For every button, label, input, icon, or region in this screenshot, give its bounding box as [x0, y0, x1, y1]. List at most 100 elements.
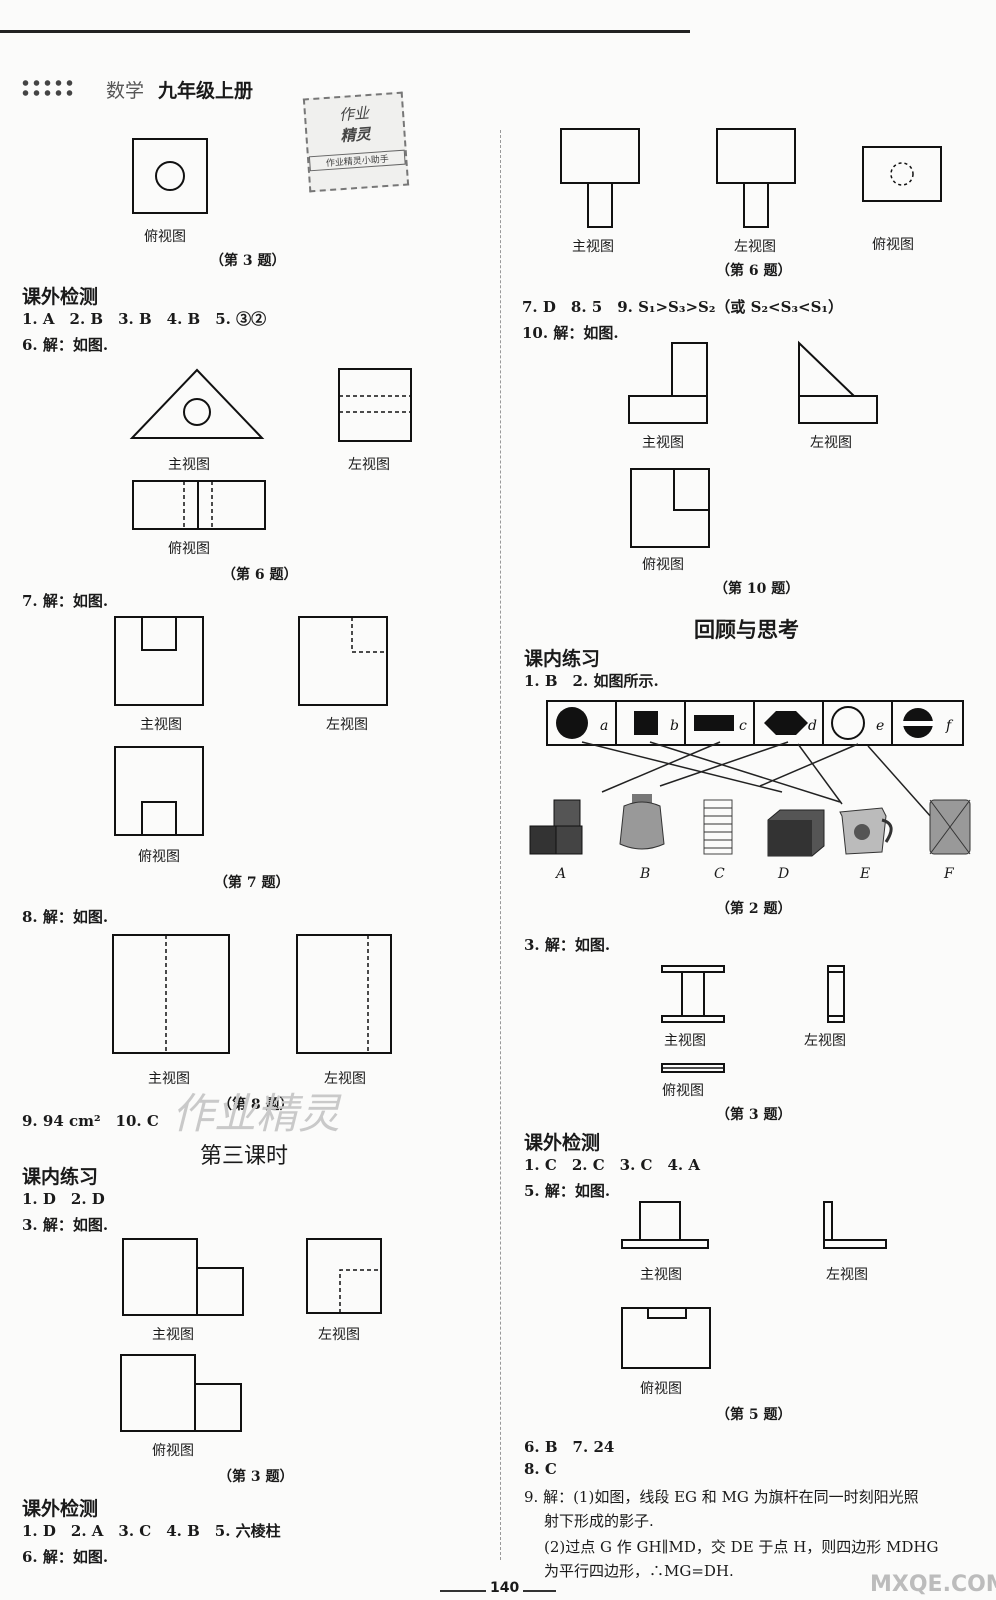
label-top-view: 俯视图 — [640, 1381, 682, 1397]
caption-q3b: （第 3 题） — [218, 1469, 294, 1485]
figure-q2-shadow-strip: a b c d e f — [546, 700, 964, 746]
label-front-view: 主视图 — [572, 239, 614, 255]
q8-text: 8. 解：如图. — [22, 908, 109, 926]
answers-9-10: 9. 94 cm² 10. C — [22, 1112, 159, 1130]
figure-q3a-top-view — [132, 138, 208, 214]
heading-kewai-2: 课外检测 — [22, 1498, 99, 1520]
label-top-view: 俯视图 — [872, 237, 914, 253]
figure-rq3-front-view — [661, 965, 725, 1023]
figure-q6-top-view — [132, 480, 266, 530]
figure-rq6-front-view — [560, 128, 640, 228]
q6b-text: 6. 解：如图. — [22, 1548, 109, 1566]
caption-q8: （第 8 题） — [218, 1097, 294, 1113]
page-number: 140 — [486, 1580, 524, 1596]
label-top-view: 俯视图 — [662, 1083, 704, 1099]
label-front-view: 主视图 — [168, 457, 210, 473]
label-top-view: 俯视图 — [138, 849, 180, 865]
shape-letter-e: e — [876, 718, 884, 734]
label-left-view: 左视图 — [826, 1267, 868, 1283]
figure-rq5-top-view — [621, 1307, 711, 1369]
q3-text: 3. 解：如图. — [22, 1216, 109, 1234]
label-left-view: 左视图 — [326, 717, 368, 733]
caption-rq5: （第 5 题） — [716, 1407, 792, 1423]
figure-q2-object-spring — [703, 799, 733, 855]
shape-letter-f: f — [945, 718, 954, 734]
figure-rq6-top-view — [862, 146, 942, 202]
section-title-review: 回顾与思考 — [694, 618, 799, 642]
heading-kewai-1: 课外检测 — [22, 286, 99, 308]
shape-letter-a: a — [600, 718, 608, 734]
watermark-script: 作业精灵 — [172, 1089, 341, 1138]
figure-q3b-top-view — [120, 1354, 242, 1432]
lesson-title: 第三课时 — [200, 1144, 289, 1169]
figure-rq3-top-view — [661, 1063, 725, 1073]
figure-q2-object-jar — [619, 794, 665, 850]
label-top-view: 俯视图 — [642, 557, 684, 573]
answers-r1-2: 1. B 2. 如图所示. — [524, 672, 659, 690]
shape-letter-d: d — [808, 718, 817, 734]
figure-rq6-left-view — [716, 128, 796, 228]
q7-text: 7. 解：如图. — [22, 592, 109, 610]
object-letter-D: D — [778, 866, 790, 882]
object-letter-E: E — [860, 866, 871, 882]
object-letter-B: B — [640, 866, 651, 882]
answers-1-2: 1. D 2. D — [22, 1190, 105, 1208]
shape-letter-b: b — [670, 718, 679, 734]
caption-q3a: （第 3 题） — [210, 253, 286, 269]
shape-letter-c: c — [739, 718, 747, 734]
object-letter-F: F — [944, 866, 954, 882]
caption-rq6: （第 6 题） — [716, 263, 792, 279]
q6-text: 6. 解：如图. — [22, 336, 109, 354]
label-top-view: 俯视图 — [168, 541, 210, 557]
figure-rq5-left-view — [823, 1201, 887, 1249]
label-left-view: 左视图 — [318, 1327, 360, 1343]
figure-q8-front-view — [112, 934, 230, 1054]
figure-q7-left-view — [298, 616, 388, 706]
answers-1-5: 1. A 2. B 3. B 4. B 5. ③② — [22, 310, 267, 328]
q9-line-1: 9. 解：(1)如图，线段 EG 和 MG 为旗杆在同一时刻阳光照 — [524, 1488, 919, 1506]
heading-kenei-1: 课内练习 — [22, 1166, 99, 1188]
caption-rq3: （第 3 题） — [716, 1107, 792, 1123]
figure-q10-left-view — [798, 340, 878, 424]
label-front-view: 主视图 — [664, 1033, 706, 1049]
q9-line-2: 射下形成的影子. — [544, 1512, 654, 1530]
caption-q7: （第 7 题） — [214, 875, 290, 891]
caption-q10: （第 10 题） — [714, 581, 800, 597]
answers-1-5b: 1. D 2. A 3. C 4. B 5. 六棱柱 — [22, 1522, 281, 1540]
heading-kenei: 课内练习 — [524, 648, 601, 670]
top-rule — [0, 30, 690, 33]
caption-q2: （第 2 题） — [716, 901, 792, 917]
label-front-view: 主视图 — [140, 717, 182, 733]
label-top-view: 俯视图 — [144, 229, 186, 245]
q10-text: 10. 解：如图. — [522, 324, 619, 342]
label-front-view: 主视图 — [642, 435, 684, 451]
figure-q7-top-view — [114, 746, 204, 836]
answer-8: 8. C — [524, 1460, 557, 1478]
figure-q6-left-view — [338, 368, 412, 442]
label-left-view: 左视图 — [348, 457, 390, 473]
label-front-view: 主视图 — [152, 1327, 194, 1343]
answers-7-9: 7. D 8. 5 9. S₁>S₃>S₂（或 S₂<S₃<S₁） — [522, 298, 843, 316]
header-subject: 数学 — [106, 80, 145, 102]
stamp-logo: 作业 精灵 作业精灵小助手 — [302, 91, 410, 193]
figure-q10-front-view — [628, 342, 708, 424]
figure-q2-match-lines — [581, 741, 933, 819]
watermark-text: MXQE.COM — [870, 1572, 996, 1597]
figure-q8-left-view — [296, 934, 392, 1054]
figure-q2-object-pitcher — [839, 807, 893, 855]
label-top-view: 俯视图 — [152, 1443, 194, 1459]
label-left-view: 左视图 — [810, 435, 852, 451]
figure-q7-front-view — [114, 616, 204, 706]
figure-q2-object-box — [767, 809, 825, 857]
object-letter-A: A — [556, 866, 567, 882]
figure-q3b-front-view — [122, 1238, 244, 1316]
label-left-view: 左视图 — [324, 1071, 366, 1087]
label-front-view: 主视图 — [148, 1071, 190, 1087]
label-left-view: 左视图 — [734, 239, 776, 255]
figure-q3b-left-view — [306, 1238, 382, 1314]
q9-line-4: 为平行四边形，∴MG=DH. — [544, 1562, 734, 1580]
rq5-text: 5. 解：如图. — [524, 1182, 611, 1200]
figure-rq5-front-view — [621, 1201, 709, 1249]
answers-r1-4: 1. C 2. C 3. C 4. A — [524, 1156, 700, 1174]
object-letter-C: C — [714, 866, 725, 882]
